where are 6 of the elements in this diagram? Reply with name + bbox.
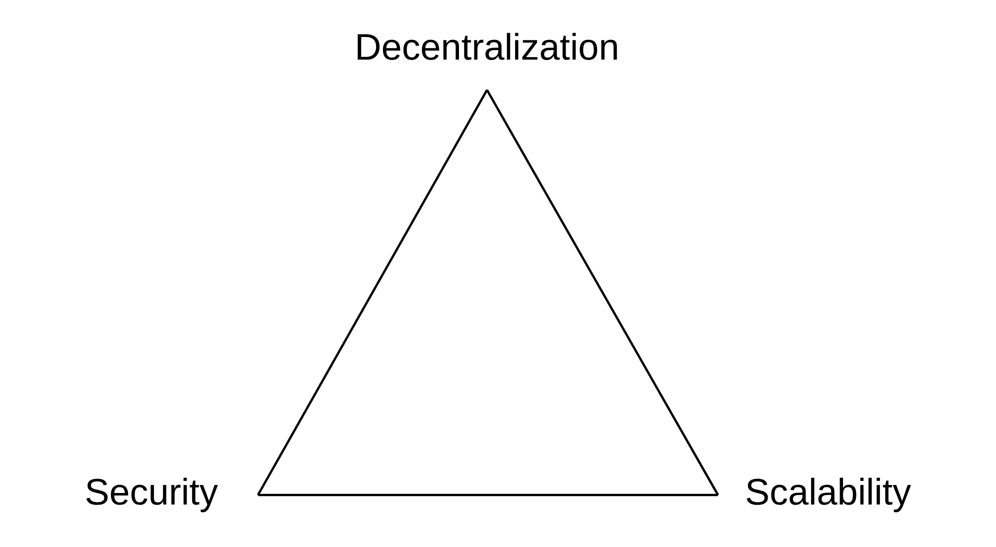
triangle-side — [258, 494, 718, 496]
vertex-label: Security — [86, 478, 218, 512]
vertex-label: Decentralization — [358, 32, 617, 60]
triangle-side — [486, 89, 719, 496]
triangle-side — [257, 89, 488, 496]
vertex-label: Scalability — [746, 478, 912, 512]
